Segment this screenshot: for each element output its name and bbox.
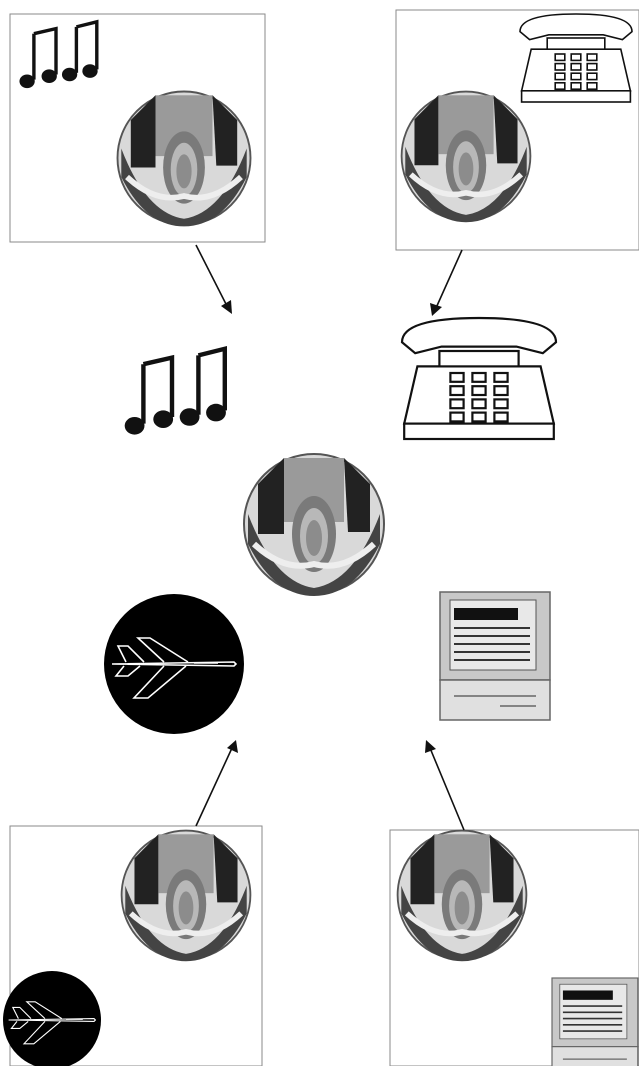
center-combination	[104, 318, 556, 734]
jet-aircraft-icon	[104, 594, 244, 734]
panel-bottom-right	[390, 830, 639, 1066]
jet-aircraft-icon	[3, 971, 101, 1066]
brain-scan-image	[402, 92, 531, 223]
panel-bottom-left	[3, 826, 262, 1066]
arrow-head	[221, 300, 232, 314]
arrow-top-right	[436, 250, 462, 308]
panel-top-right	[396, 10, 639, 250]
music-notes-icon	[125, 349, 226, 435]
computer-monitor-icon	[440, 592, 550, 720]
telephone-icon	[520, 14, 632, 102]
brain-scan-image	[398, 831, 527, 962]
telephone-icon	[402, 318, 556, 439]
arrow-head	[227, 740, 238, 753]
brain-scan-image	[118, 92, 251, 227]
arrow-bottom-right	[430, 748, 464, 830]
panel-top-left	[10, 14, 265, 242]
computer-monitor-icon	[552, 978, 638, 1066]
brain-scan-image	[244, 454, 384, 596]
brain-scan-image	[122, 831, 251, 962]
arrow-head	[430, 303, 442, 316]
arrow-top-left	[196, 245, 228, 308]
arrow-bottom-left	[196, 748, 232, 826]
